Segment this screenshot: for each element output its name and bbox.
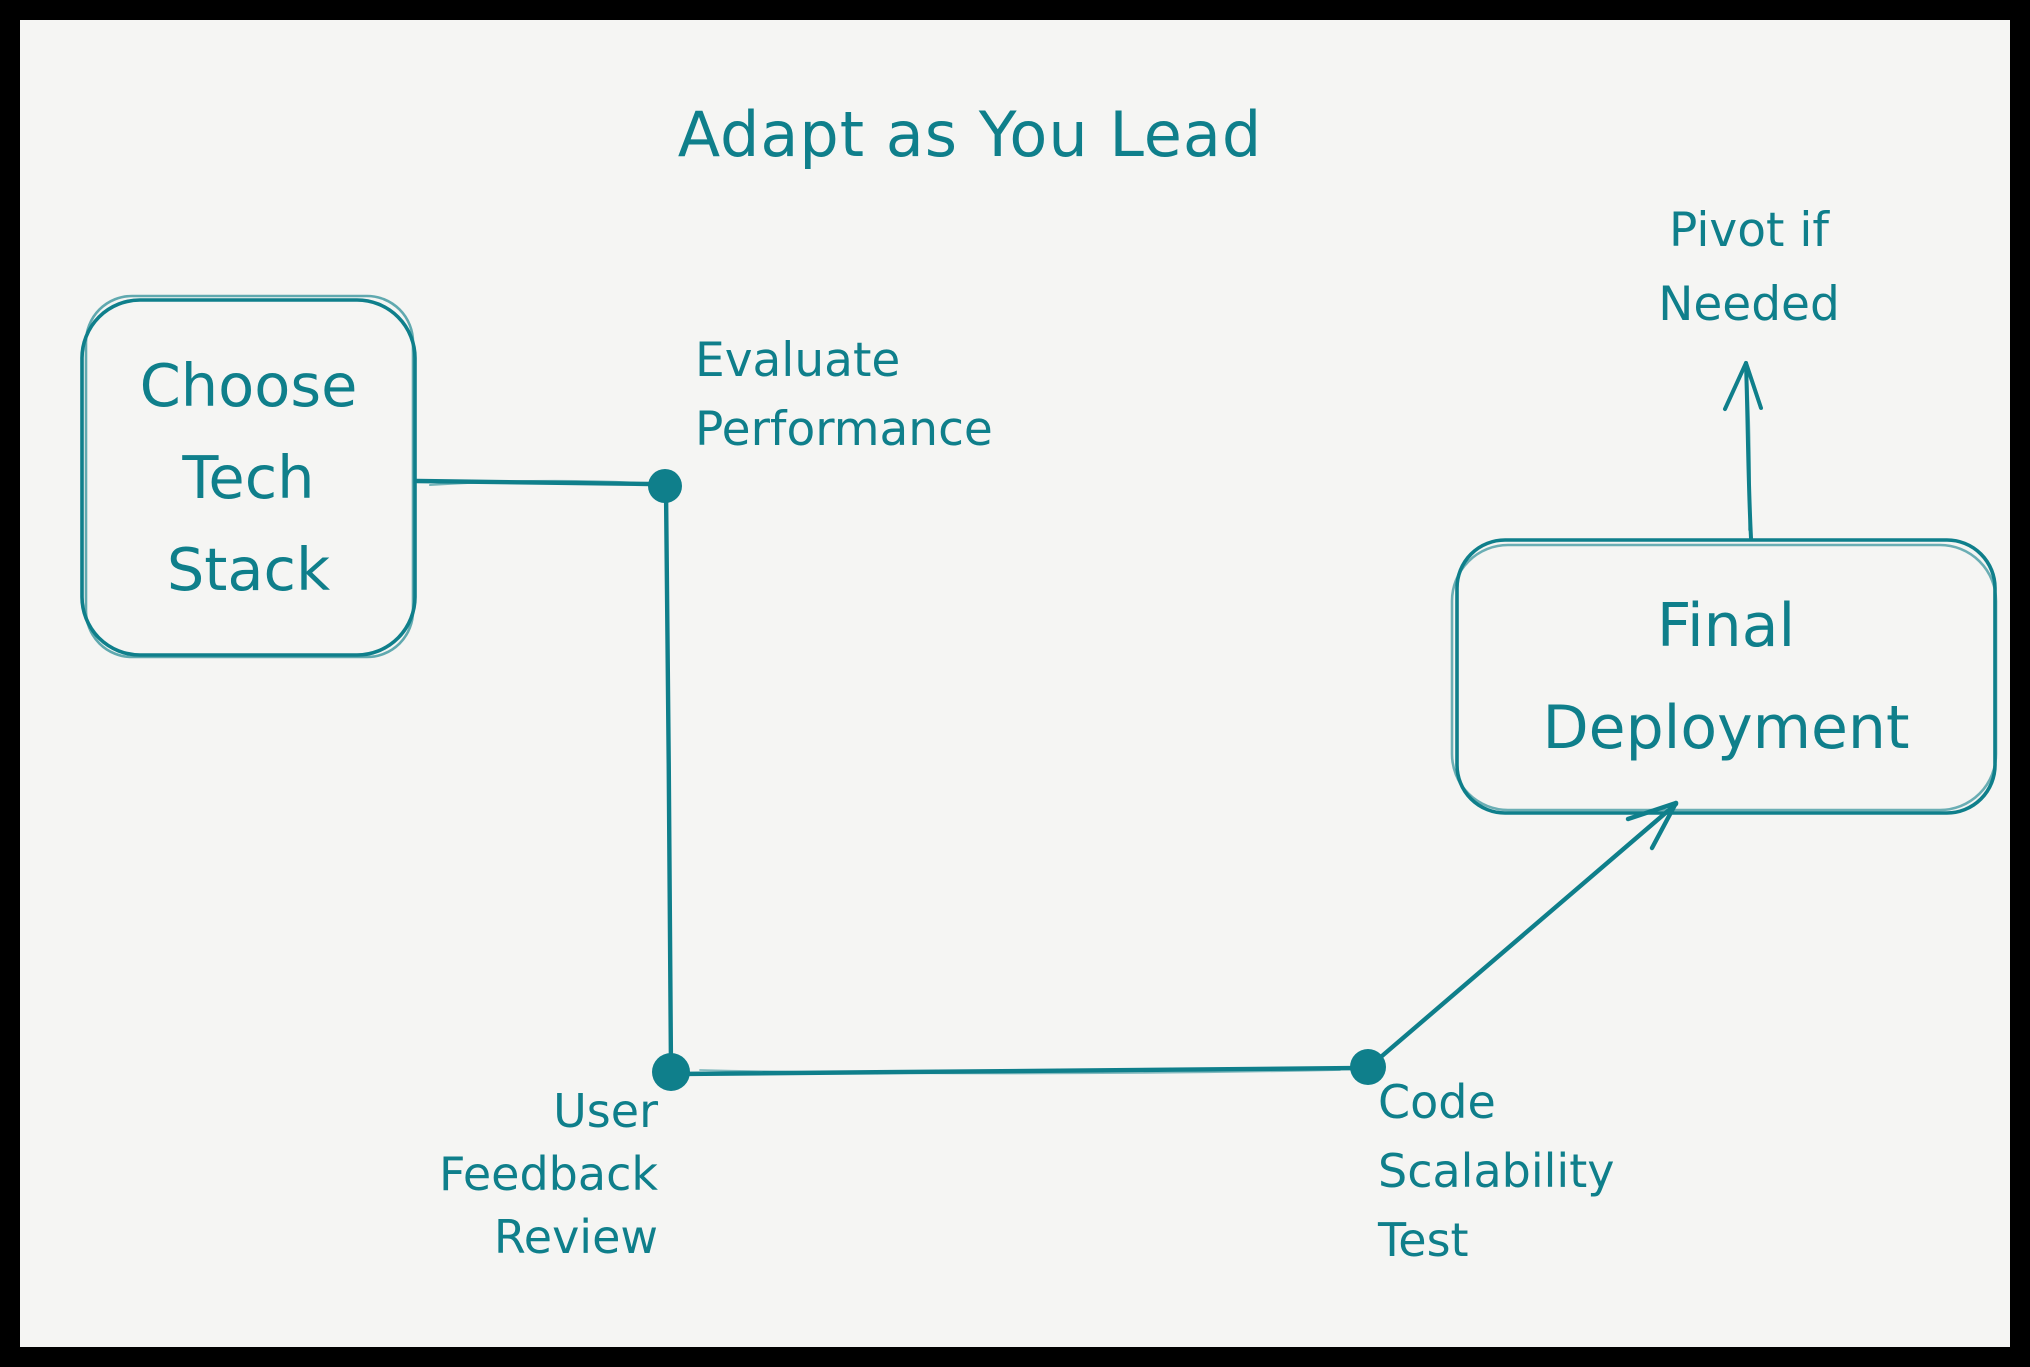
junction-dot-userfeedback — [652, 1053, 690, 1091]
edge-userfeedback-to-codetest — [673, 1065, 1365, 1077]
node-label-choose-tech-stack: Choose Tech Stack — [139, 350, 358, 604]
label-evaluate-performance: Evaluate Performance — [695, 333, 993, 457]
junction-dot-evaluate — [648, 469, 682, 503]
final-deployment-box — [1450, 538, 1998, 815]
arrow-final-to-pivot — [1723, 361, 1763, 540]
arrow-codetest-to-final — [1379, 800, 1679, 1059]
choose-tech-stack-box — [80, 294, 417, 659]
edge-choose-to-evaluate — [414, 478, 653, 487]
junction-dot-codetest — [1350, 1049, 1386, 1085]
label-code-scalability-test: Code Scalability Test — [1378, 1075, 1615, 1267]
node-label-final-deployment: Final Deployment — [1542, 590, 1910, 763]
label-user-feedback-review: User Feedback Review — [438, 1084, 658, 1264]
diagram-title: Adapt as You Lead — [677, 98, 1263, 171]
edge-evaluate-to-userfeedback — [663, 486, 674, 1073]
label-pivot-if-needed: Pivot if Needed — [1658, 203, 1840, 332]
